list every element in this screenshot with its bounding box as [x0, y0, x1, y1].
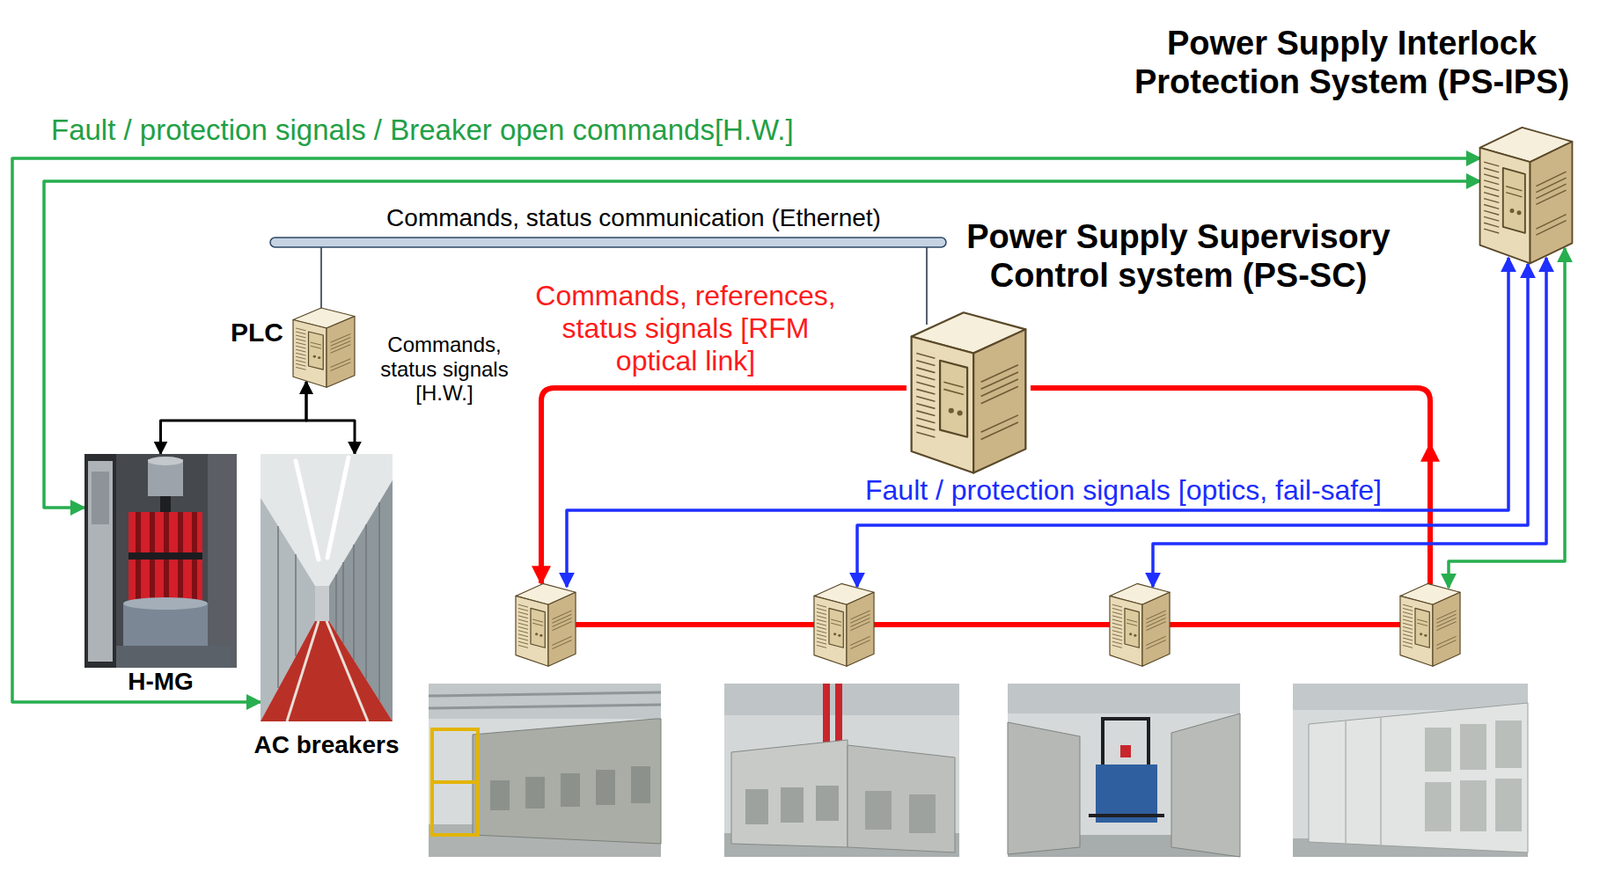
rfm-optical-ring-part: [1030, 388, 1431, 451]
node-shape: [260, 454, 393, 722]
power-supply-photo-part: [472, 719, 661, 845]
power-supply-photo-part-part: [490, 780, 510, 811]
power-supply-photo-part-part: [1424, 727, 1452, 772]
rfm-optical-ring-part: [545, 622, 1431, 628]
power-supply-photo-part: [1007, 683, 1241, 714]
power-supply-photo-part-part: [1102, 719, 1149, 765]
node-picture: [260, 454, 393, 722]
power-supply-photo-part: [724, 683, 960, 858]
fail-safe-optical-lines-part: [1152, 257, 1547, 588]
power-supply-photo-part-part: [745, 789, 769, 825]
hardwired-line-part: [1448, 248, 1565, 588]
node-shape: [84, 454, 237, 668]
node-picture: [1480, 127, 1573, 265]
power-supply-photo-part-part: [631, 766, 651, 804]
node-heading: AC breakers: [229, 732, 424, 760]
node-picture: [911, 312, 1027, 473]
power-supply-controller-part: [515, 583, 576, 667]
node-heading: Power Supply Interlock Protection System…: [1122, 24, 1581, 102]
power-supply-photo-part: [822, 683, 830, 748]
power-supply-photo: [1292, 683, 1528, 858]
power-supply-photo: [1007, 683, 1241, 858]
signal-connector: [12, 158, 1481, 703]
power-supply-photo-part: [1007, 683, 1241, 858]
power-supply-photo-part: [835, 683, 843, 742]
node-heading: H-MG: [84, 668, 237, 697]
power-supply-photo-part-part: [560, 773, 580, 808]
power-supply-controller-part: [814, 583, 874, 667]
power-supply-photo-part-part: [432, 729, 478, 836]
power-supply-photo-part-part: [432, 780, 478, 785]
power-supply-photo-part-part: [1379, 717, 1382, 846]
node-picture: [84, 454, 237, 668]
power-supply-photo-part-part: [1495, 720, 1522, 769]
power-supply-photo-part: [428, 683, 661, 858]
signal-connector: [44, 181, 1481, 508]
power-supply-photo-part-part: [595, 770, 616, 806]
node-heading: PLC: [204, 317, 284, 349]
plc-unit: PLC: [290, 300, 358, 390]
power-supply-photo-part: [1345, 717, 1381, 846]
power-supply-photo-part: [1424, 720, 1522, 832]
power-supply-photo-part: [731, 740, 848, 848]
power-supply-photo-part: [1007, 722, 1080, 855]
power-supply-photo-part: [1120, 745, 1131, 758]
signal-label: Commands, status communication (Ethernet…: [325, 204, 942, 233]
power-supply-photo: [428, 683, 661, 858]
power-supply-photo-part: [428, 692, 661, 709]
power-supply-photo-part: [745, 785, 936, 834]
power-supply-photo-part-part: [780, 787, 804, 823]
signal-label: Fault / protection signals / Breaker ope…: [51, 113, 794, 147]
power-supply-photo-part: [490, 766, 651, 811]
power-supply-photo-part-part: [1424, 782, 1452, 832]
power-supply-photo-part-part: [1088, 814, 1165, 818]
node-picture: [293, 308, 355, 388]
rfm-link-label: Commands, references, status signals [RF…: [522, 279, 849, 377]
signal-connector: [161, 381, 308, 455]
power-supply-controller-part: [1400, 583, 1461, 667]
ethernet-bar: [270, 237, 947, 248]
power-supply-photo-part: [1292, 683, 1528, 858]
power-supply-controller-part: [1109, 583, 1170, 667]
power-supply-photo-part: [1171, 713, 1241, 858]
power-supply-photo-part-part: [865, 791, 892, 830]
supervisory-server: Power Supply Supervisory Control system …: [906, 298, 1031, 478]
power-supply-photo-part-part: [909, 794, 936, 834]
motor-generator-photo: H-MG: [84, 454, 237, 668]
signal-connector: [306, 381, 355, 455]
fail-safe-optical-lines-part: [857, 264, 1528, 588]
node-heading: Power Supply Supervisory Control system …: [958, 218, 1399, 295]
power-supply-photo-part-part: [428, 692, 661, 697]
node-shape: [290, 300, 358, 390]
power-supply-photo-part-part: [1495, 778, 1522, 832]
interlock-server: Power Supply Interlock Protection System…: [1475, 115, 1577, 268]
power-supply-photo-part-part: [1460, 780, 1487, 832]
power-supply-controller: [515, 583, 1461, 667]
power-supply-photo-part-part: [1344, 720, 1347, 845]
node-shape: [1475, 115, 1577, 268]
power-supply-photo-part: [1308, 703, 1528, 853]
power-supply-photo-part: [1088, 719, 1165, 816]
power-supply-photo-part: [432, 729, 478, 836]
hardwired-line: [1448, 248, 1565, 588]
power-supply-photo-part: [428, 683, 661, 720]
breaker-photo: AC breakers: [260, 454, 393, 722]
power-supply-photo-part-part: [1460, 724, 1487, 771]
power-supply-photo-part: [847, 745, 955, 853]
rfm-optical-ring-part: [541, 388, 907, 584]
fail-safe-label: Fault / protection signals [optics, fail…: [865, 475, 1382, 507]
rfm-optical-ring-part: [1427, 444, 1433, 585]
power-supply-photo: [724, 683, 960, 858]
signal-label: Commands, status signals [H.W.]: [369, 332, 520, 406]
power-supply-photo-part-part: [428, 704, 661, 709]
node-shape: [906, 298, 1031, 478]
power-supply-photo-part-part: [815, 785, 839, 822]
power-supply-photo-part-part: [525, 777, 545, 809]
